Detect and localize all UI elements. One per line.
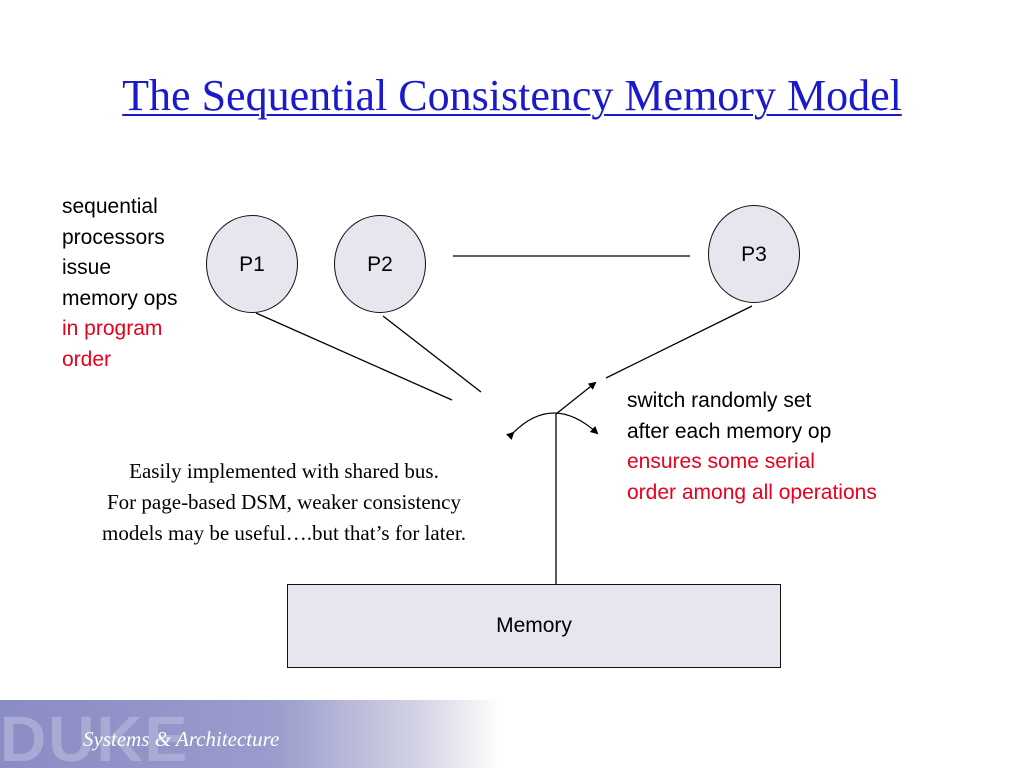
- left-note-line: issue: [62, 256, 112, 279]
- switch-note-line: after each memory op: [627, 419, 832, 443]
- footer-banner: DUKE Systems & Architecture: [0, 700, 500, 768]
- switch-note-line: switch randomly set: [627, 389, 812, 412]
- left-note-highlight-line: order: [62, 347, 112, 371]
- processor-p2: P2: [334, 215, 426, 313]
- shared-bus-note-line: Easily implemented with shared bus.: [129, 459, 439, 483]
- memory-box: Memory: [287, 584, 781, 668]
- p3-connector-line: [605, 305, 753, 379]
- left-note-line: processors: [62, 225, 165, 249]
- shared-bus-note: Easily implemented with shared bus. For …: [44, 456, 524, 549]
- processor-p1: P1: [206, 215, 298, 313]
- footer-text: Systems & Architecture: [83, 727, 280, 751]
- left-note-line: memory ops: [62, 286, 178, 310]
- duke-logo: DUKE: [0, 703, 190, 768]
- left-note-highlight-line: in program: [62, 317, 163, 340]
- switch-note-highlight-line: ensures some serial: [627, 450, 815, 473]
- switch-rotation-arrow: [505, 412, 599, 441]
- switch-arm-line: [555, 381, 597, 415]
- shared-bus-note-line: For page-based DSM, weaker consistency: [107, 490, 461, 514]
- processor-p3: P3: [708, 205, 800, 303]
- switch-note-highlight-line: order among all operations: [627, 480, 877, 504]
- left-note: sequential processors issue memory ops i…: [62, 192, 178, 375]
- shared-bus-note-line: models may be useful….but that’s for lat…: [102, 521, 466, 545]
- switch-note: switch randomly set after each memory op…: [627, 386, 877, 508]
- slide-title: The Sequential Consistency Memory Model: [122, 71, 902, 120]
- p2-connector-line: [382, 315, 482, 393]
- left-note-line: sequential: [62, 195, 158, 218]
- p1-connector-line: [255, 312, 453, 401]
